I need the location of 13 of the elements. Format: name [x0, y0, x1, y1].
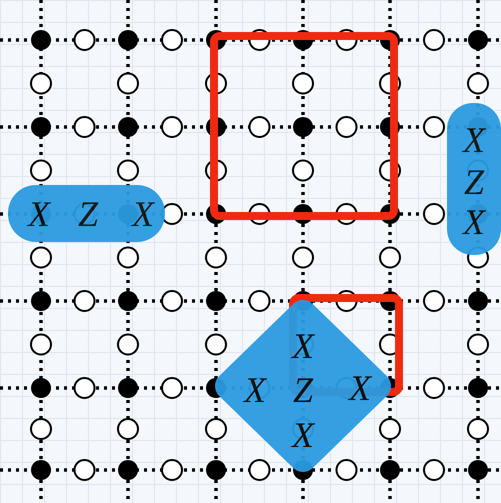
- operator-label: Z: [78, 196, 98, 232]
- operator-label: X: [28, 196, 50, 232]
- highlight-diamond: [215, 300, 391, 472]
- operator-label: X: [349, 370, 371, 406]
- operator-label: Z: [464, 164, 484, 200]
- highlight-pill: [447, 103, 501, 255]
- operator-label: Z: [292, 372, 314, 408]
- operator-label: X: [463, 204, 485, 240]
- operator-label: X: [132, 196, 154, 232]
- operator-label: X: [463, 122, 485, 158]
- operator-label: X: [244, 372, 266, 408]
- operator-label: X: [292, 328, 314, 364]
- operator-label: X: [292, 417, 314, 453]
